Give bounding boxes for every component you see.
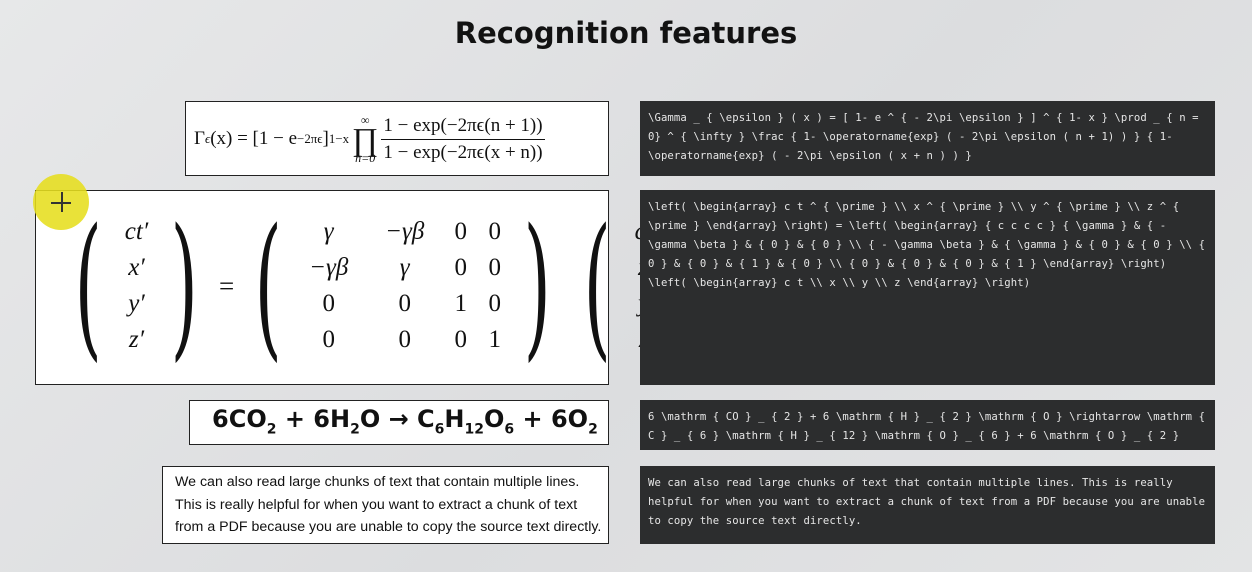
paren-close-1: ) <box>171 195 199 376</box>
crosshair-cursor-icon <box>33 174 89 230</box>
matrix-cell: 0 <box>322 290 335 317</box>
chem-part: + 6O <box>514 405 589 433</box>
chem-part: H <box>444 405 465 433</box>
gamma-lhs: Γ <box>194 128 205 149</box>
text-sample-image: We can also read large chunks of text th… <box>162 466 609 544</box>
matrix-cell: 0 <box>454 218 467 245</box>
text-line: from a PDF because you are unable to cop… <box>175 519 602 535</box>
matrix-cell: 0 <box>488 254 501 281</box>
matrix-cell: γ <box>399 254 410 281</box>
prod-upper: ∞ <box>360 113 370 127</box>
prod-symbol: ∏ <box>352 121 379 157</box>
text-sample: We can also read large chunks of text th… <box>175 471 601 539</box>
gamma-lhs-sub: ϵ <box>204 131 211 146</box>
paren-close-2: ) <box>523 195 551 376</box>
matrix-cell: 0 <box>398 326 411 353</box>
vector-entry: z′ <box>128 326 145 353</box>
lorentz-equation: ( ct′ x′ y′ z′ ) = ( γ −γβ 0 0 −γβ γ 0 0… <box>58 195 720 376</box>
matrix-cell: 0 <box>488 290 501 317</box>
gamma-after-exp: ] <box>322 128 329 149</box>
lorentz-matrix: γ −γβ 0 0 −γβ γ 0 0 0 0 1 0 0 0 0 1 <box>293 215 513 357</box>
lorentz-latex-output[interactable]: \left( \begin{array} c t ^ { \prime } \\… <box>640 190 1215 385</box>
text-line: This is really helpful for when you want… <box>175 496 578 513</box>
gamma-denominator: 1 − exp(−2πϵ(x + n)) <box>383 141 543 163</box>
left-vector: ct′ x′ y′ z′ <box>114 215 158 357</box>
paren-open-3: ( <box>583 195 612 376</box>
lorentz-matrix-image: ( ct′ x′ y′ z′ ) = ( γ −γβ 0 0 −γβ γ 0 0… <box>35 190 704 385</box>
chem-sub: 12 <box>464 421 484 438</box>
matrix-cell: −γβ <box>385 218 425 245</box>
chem-sub: 2 <box>266 421 277 438</box>
text-output[interactable]: We can also read large chunks of text th… <box>640 466 1215 544</box>
chem-part: O <box>484 405 505 433</box>
chem-sub: 6 <box>504 421 515 438</box>
chem-sub: 2 <box>350 421 360 438</box>
gamma-fraction: 1 − exp(−2πϵ(n + 1)) 1 − exp(−2πϵ(x + n)… <box>381 114 545 165</box>
matrix-cell: 1 <box>488 326 501 353</box>
paren-open-2: ( <box>254 195 283 376</box>
prod-lower: n=0 <box>355 151 376 165</box>
chemistry-equation: 6CO2 + 6H2O → C6H12O6 + 6O2 <box>212 405 598 437</box>
chemistry-latex-output[interactable]: 6 \mathrm { CO } _ { 2 } + 6 \mathrm { H… <box>640 400 1215 450</box>
vector-entry: x′ <box>128 254 145 281</box>
matrix-cell: 0 <box>454 326 467 353</box>
gamma-numerator: 1 − exp(−2πϵ(n + 1)) <box>381 114 545 140</box>
matrix-cell: 1 <box>454 290 467 317</box>
page-title: Recognition features <box>454 16 798 50</box>
chem-part: + 6H <box>276 405 351 433</box>
gamma-exp: −2πϵ <box>297 131 323 146</box>
gamma-exp2: 1−x <box>328 131 350 146</box>
text-line: We can also read large chunks of text th… <box>175 474 580 490</box>
gamma-latex-output[interactable]: \Gamma _ { \epsilon } ( x ) = [ 1- e ^ {… <box>640 101 1215 176</box>
crosshair-vertical <box>61 192 63 212</box>
matrix-cell: 0 <box>398 290 411 317</box>
chem-sub: 6 <box>434 421 445 438</box>
chem-part: 6CO <box>212 405 267 433</box>
matrix-cell: 0 <box>488 218 501 245</box>
matrix-cell: −γβ <box>309 254 349 281</box>
matrix-cell: γ <box>323 218 334 245</box>
vector-entry: ct′ <box>124 218 149 245</box>
chemistry-equation-image: 6CO2 + 6H2O → C6H12O6 + 6O2 <box>189 400 609 445</box>
matrix-cell: 0 <box>454 254 467 281</box>
paren-open-1: ( <box>74 195 102 376</box>
vector-entry: y′ <box>128 290 145 317</box>
product-operator: ∞ ∏ n=0 <box>352 114 378 164</box>
chem-sub: 2 <box>588 421 598 438</box>
gamma-lhs-arg: (x) = [1 − e <box>210 128 298 149</box>
matrix-cell: 0 <box>322 326 335 353</box>
chem-part: O → C <box>359 405 435 433</box>
equals-sign: = <box>218 270 235 301</box>
